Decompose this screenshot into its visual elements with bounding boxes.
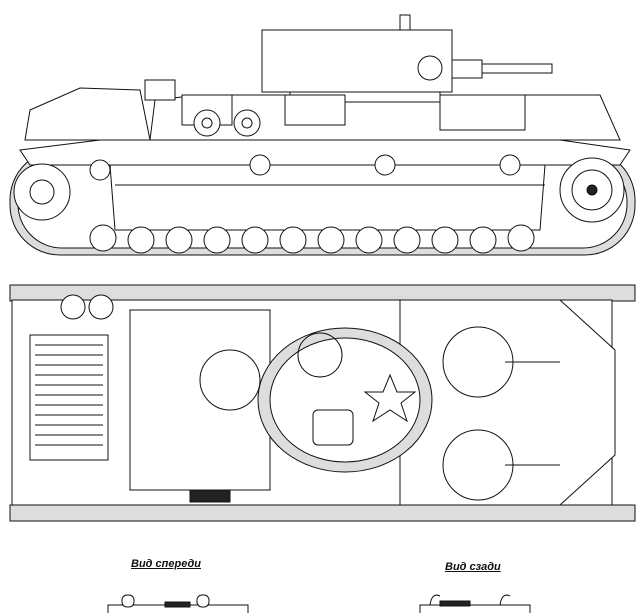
front-mg-turret-left: [442, 326, 514, 398]
top-view: [9, 284, 636, 522]
idler-wheel: [13, 163, 71, 221]
front-mg-turret-right: [442, 429, 514, 501]
return-rollers: [89, 109, 521, 181]
front-mg-turret: [439, 94, 526, 131]
star-emblem: [363, 373, 417, 423]
side-view: [9, 14, 636, 256]
main-gun: [481, 63, 553, 74]
main-turret: [261, 29, 453, 93]
top-track-right: [9, 504, 636, 522]
front-view-label: Вид спереди: [131, 558, 201, 570]
rear-view: [419, 594, 531, 613]
side-skirt: [109, 164, 546, 231]
engine-grille: [29, 334, 109, 461]
road-wheels: [89, 224, 535, 254]
fender: [19, 139, 631, 166]
front-view: [107, 594, 249, 613]
engine-deck: [24, 87, 151, 141]
rear-view-label: Вид сзади: [445, 561, 501, 573]
